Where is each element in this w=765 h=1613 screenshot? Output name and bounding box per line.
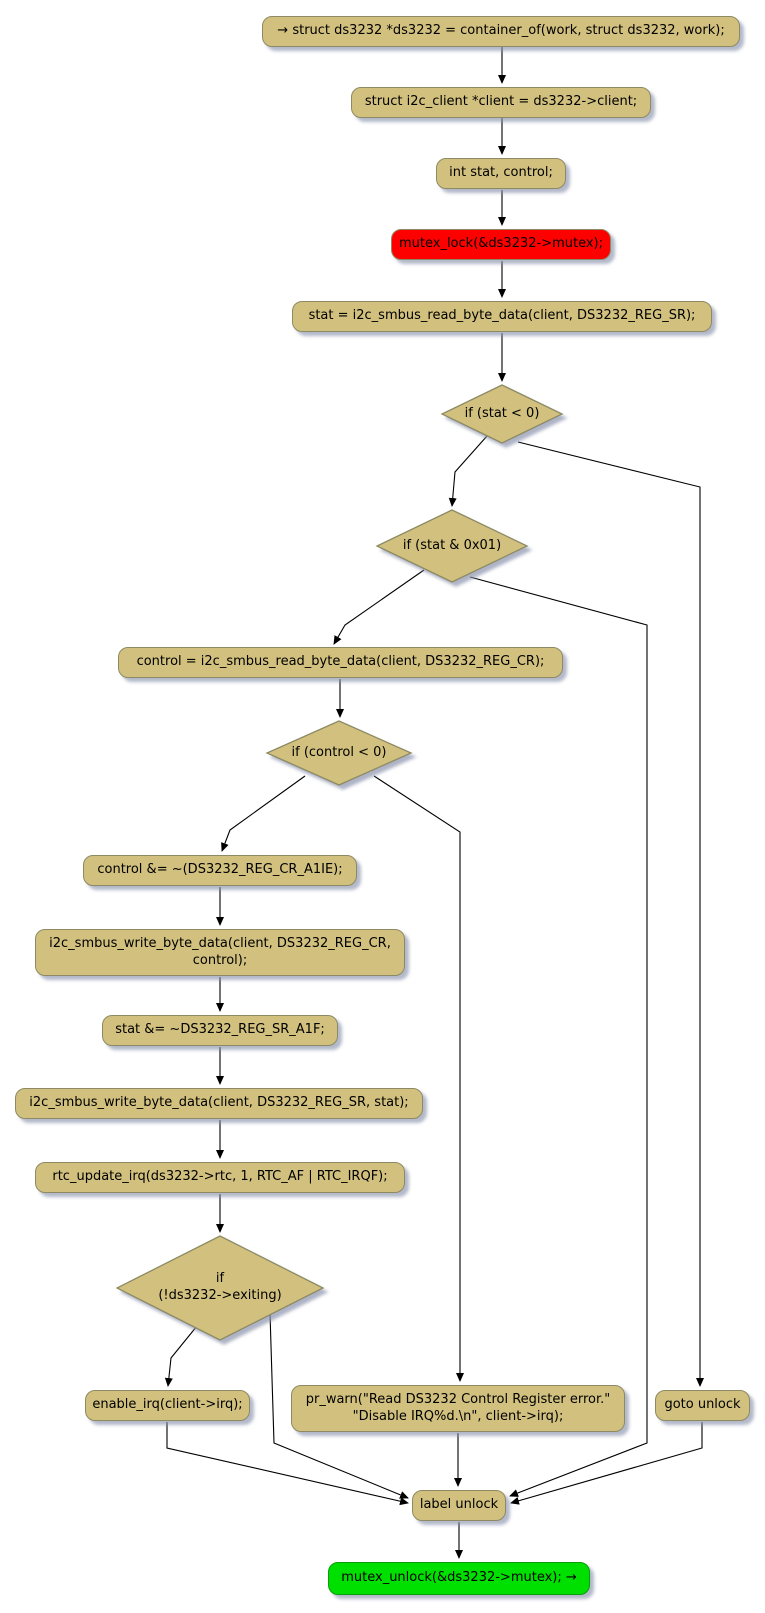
node-mutex-lock: mutex_lock(&ds3232->mutex); <box>391 229 611 260</box>
edge-if-stat-true-to-goto-unlock <box>517 441 704 1387</box>
decision-diamond-if-alarm-flag <box>375 509 529 583</box>
node-start: → struct ds3232 *ds3232 = container_of(w… <box>262 16 740 47</box>
decision-diamond-if-control-neg <box>265 720 413 786</box>
node-read-status: stat = i2c_smbus_read_byte_data(client, … <box>292 301 712 332</box>
edge-if-alarm-true-to-read-control <box>333 569 425 645</box>
decision-diamond-if-stat-neg <box>440 384 564 444</box>
edge-if-stat-false-to-if-alarm <box>448 435 488 507</box>
node-goto-unlock: goto unlock <box>655 1390 750 1421</box>
node-label-unlock: label unlock <box>412 1490 506 1521</box>
node-enable-irq: enable_irq(client->irq); <box>85 1390 250 1421</box>
node-pr-warn: pr_warn("Read DS3232 Control Register er… <box>291 1385 625 1432</box>
edge-if-alarm-false-to-label-unlock <box>469 576 648 1497</box>
edge-if-control-true-to-pr-warn <box>373 775 464 1382</box>
node-mutex-unlock: mutex_unlock(&ds3232->mutex); → <box>328 1562 590 1595</box>
node-declare-vars: int stat, control; <box>436 158 566 189</box>
node-read-control: control = i2c_smbus_read_byte_data(clien… <box>118 647 563 678</box>
node-rtc-update-irq: rtc_update_irq(ds3232->rtc, 1, RTC_AF | … <box>35 1162 405 1193</box>
edge-goto-unlock-to-label-unlock <box>510 1422 703 1505</box>
node-get-client: struct i2c_client *client = ds3232->clie… <box>351 87 651 118</box>
node-clear-a1f: stat &= ~DS3232_REG_SR_A1F; <box>102 1015 338 1046</box>
edge-if-exiting-false-to-label-unlock <box>269 1312 409 1499</box>
edge-if-exiting-true-to-enable-irq <box>164 1325 198 1387</box>
node-write-control: i2c_smbus_write_byte_data(client, DS3232… <box>35 929 405 976</box>
node-clear-a1ie: control &= ~(DS3232_REG_CR_A1IE); <box>83 855 357 886</box>
edge-enable-irq-to-label-unlock <box>166 1422 409 1506</box>
edge-if-control-false-to-clear-a1ie <box>221 775 306 852</box>
node-write-status: i2c_smbus_write_byte_data(client, DS3232… <box>15 1088 423 1119</box>
decision-diamond-if-not-exiting <box>115 1235 325 1341</box>
